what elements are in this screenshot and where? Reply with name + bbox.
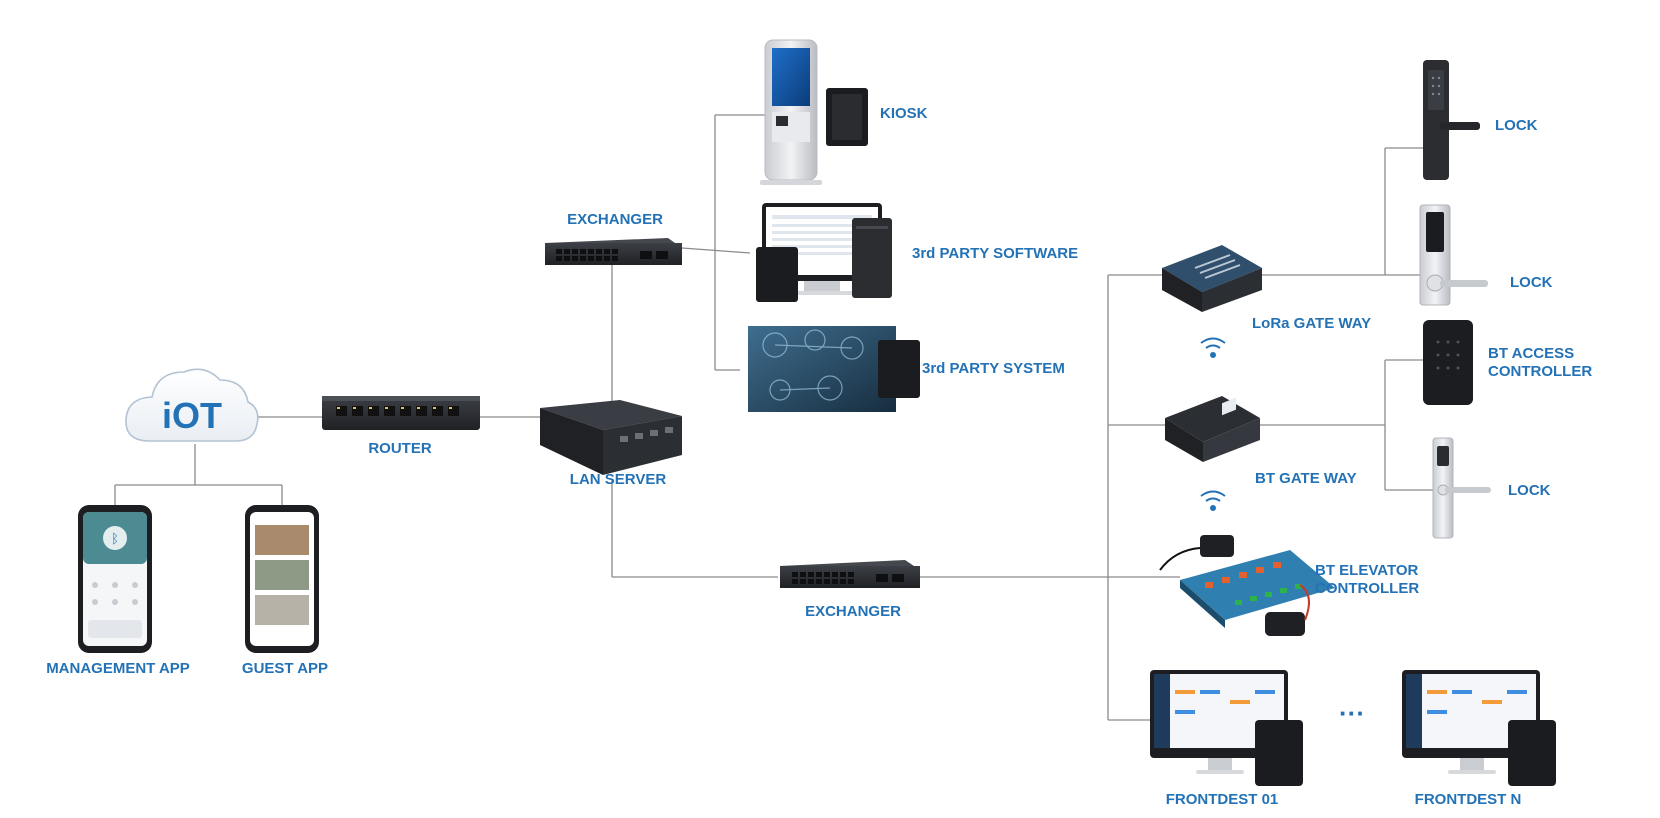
lock-1-label: LOCK [1495, 117, 1538, 134]
lock-2-label: LOCK [1510, 274, 1553, 291]
connection-wires [114, 114, 1433, 721]
bt-gateway-label: BT GATE WAY [1255, 470, 1357, 487]
third-party-system-device [748, 326, 920, 412]
bluetooth-icon: ᛒ [111, 532, 119, 547]
bt-elevator-controller-device [1159, 535, 1335, 636]
management-app-phone: ᛒ [78, 505, 152, 653]
guest-app-label: GUEST APP [242, 660, 328, 677]
third-party-system-label: 3rd PARTY SYSTEM [922, 360, 1065, 377]
lan-server-device [540, 400, 682, 475]
third-party-software-device [756, 203, 892, 302]
kiosk-label: KIOSK [880, 105, 928, 122]
lock-3-device [1432, 437, 1491, 539]
management-app-label: MANAGEMENT APP [46, 660, 190, 677]
frontdest-01-device [1150, 670, 1303, 786]
bt-access-controller-label-line2: CONTROLLER [1488, 363, 1592, 380]
frontdest-01-label: FRONTDEST 01 [1166, 791, 1279, 808]
router-label: ROUTER [368, 440, 432, 457]
lora-gateway-device [1162, 245, 1262, 312]
lock-1-device [1423, 60, 1480, 180]
router-device [322, 396, 480, 430]
iot-cloud: iOT [125, 368, 259, 442]
lan-server-label: LAN SERVER [570, 471, 667, 488]
frontdest-n-label: FRONTDEST N [1415, 791, 1522, 808]
bt-access-controller-label-line1: BT ACCESS [1488, 345, 1574, 362]
exchanger-top-label: EXCHANGER [567, 211, 663, 228]
guest-app-phone [245, 505, 319, 653]
exchanger-top-device [545, 238, 682, 265]
frontdest-n-device [1402, 670, 1556, 786]
bt-elevator-controller-label-line1: BT ELEVATOR [1315, 562, 1419, 579]
bt-wifi-icon [1200, 490, 1226, 511]
bt-access-controller-device [1423, 320, 1473, 405]
third-party-software-label: 3rd PARTY SOFTWARE [912, 245, 1078, 262]
exchanger-bottom-label: EXCHANGER [805, 603, 901, 620]
bt-gateway-device [1165, 396, 1260, 462]
exchanger-bottom-device [780, 560, 920, 588]
kiosk-device [760, 39, 868, 185]
lora-wifi-icon [1200, 337, 1226, 358]
more-devices-ellipsis: ··· [1339, 698, 1365, 728]
cloud-label: iOT [162, 395, 222, 436]
bt-elevator-controller-label-line2: CONTROLLER [1315, 580, 1419, 597]
lock-2-device [1419, 204, 1488, 306]
lock-3-label: LOCK [1508, 482, 1551, 499]
lora-gateway-label: LoRa GATE WAY [1252, 315, 1371, 332]
